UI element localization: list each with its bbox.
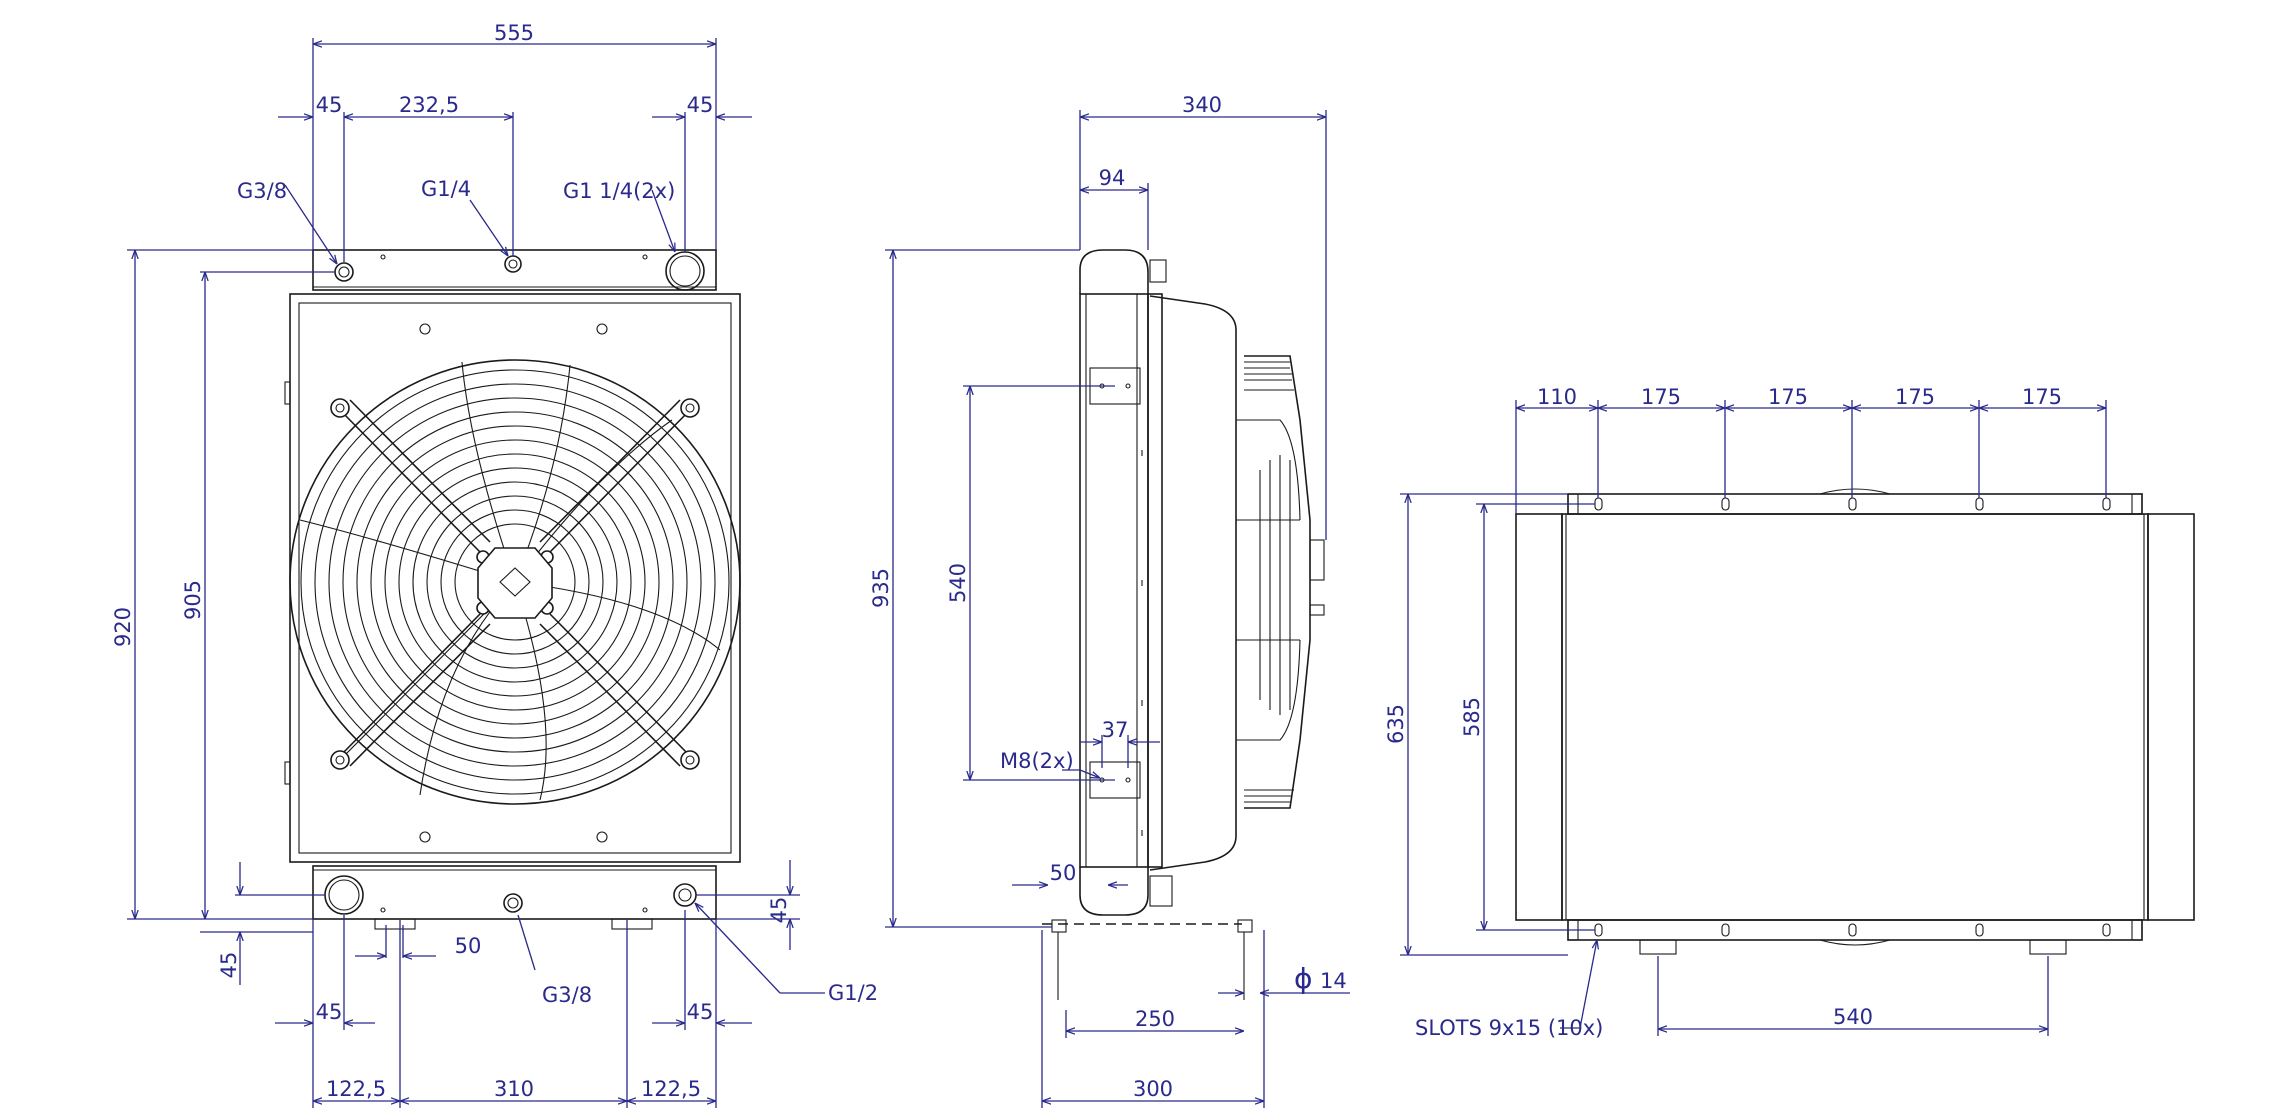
dim-foot-offset: 50	[1050, 861, 1077, 885]
dim-height-overall-side: 935	[869, 568, 893, 608]
port-g114-top	[665, 251, 705, 291]
dim-connection-spacing: 232,5	[399, 93, 459, 117]
dim-slot-pitch-1: 175	[1641, 385, 1681, 409]
dim-foot-left: 122,5	[326, 1077, 386, 1101]
slots	[1594, 497, 2111, 937]
side-view	[1042, 249, 1325, 1000]
dim-depth-tank: 94	[1099, 166, 1126, 190]
dim-width-overall: 555	[494, 21, 534, 45]
fan-shroud	[1149, 295, 1237, 871]
label-slots: SLOTS 9x15 (10x)	[1415, 1016, 1603, 1040]
motor-hub	[477, 547, 553, 619]
label-g114: G1 1/4(2x)	[563, 179, 675, 203]
dim-foot-overall: 300	[1133, 1077, 1173, 1101]
fan-guard-side	[1236, 355, 1325, 809]
front-view	[284, 249, 741, 930]
front-view-dimensions: 555 45 232,5 45 G3/8 G1/4 G1 1/4(2x) 920…	[111, 21, 878, 1108]
port-g38-bottom	[503, 893, 523, 913]
dim-left-offset: 45	[316, 93, 343, 117]
bottom-tank	[1079, 867, 1149, 916]
hole-symbol: ϕ	[1294, 962, 1312, 995]
dim-mount-spacing: 540	[946, 563, 970, 603]
label-g38-bottom: G3/8	[542, 983, 592, 1007]
dim-slot-pitch-4: 175	[2022, 385, 2062, 409]
label-g14: G1/4	[421, 177, 471, 201]
bottom-view-dimensions: 110 175 175 175 175 635 585 SLOTS 9x15 (…	[1384, 385, 2107, 1040]
dim-bottom-left-inset: 45	[316, 1000, 343, 1024]
dim-depth-overall: 340	[1182, 93, 1222, 117]
side-tank-left	[1515, 513, 1563, 921]
dim-slot-pitch-3: 175	[1895, 385, 1935, 409]
dim-mount-width: 37	[1102, 718, 1129, 742]
dim-foot-right: 122,5	[641, 1077, 701, 1101]
dim-height-outer: 635	[1384, 704, 1408, 744]
label-g12: G1/2	[828, 981, 878, 1005]
dim-right-offset: 45	[687, 93, 714, 117]
side-tank-right	[2147, 513, 2195, 921]
dim-bottom-right-inset: 45	[687, 1000, 714, 1024]
label-m8: M8(2x)	[1000, 749, 1074, 773]
fan-brackets	[330, 398, 700, 770]
port-g114-bottom	[324, 875, 364, 915]
fan-guard	[289, 359, 741, 805]
dim-hole-diameter: 14	[1320, 969, 1347, 993]
dim-bottom-left-offset: 45	[217, 952, 241, 979]
bottom-header-bar	[312, 865, 717, 920]
port-g12-bottom	[673, 883, 697, 907]
label-g38-top: G3/8	[237, 179, 287, 203]
dim-bottom-slot-width: 50	[455, 934, 482, 958]
dim-foot-spacing-bottom: 540	[1833, 1005, 1873, 1029]
shroud	[1147, 293, 1163, 868]
dim-foot-spacing-side: 250	[1135, 1007, 1175, 1031]
dim-height-overall: 920	[111, 607, 135, 647]
dim-slot-first: 110	[1537, 385, 1577, 409]
dim-foot-middle: 310	[494, 1077, 534, 1101]
bottom-view	[1515, 488, 2195, 955]
top-header-bar	[312, 249, 717, 291]
port-g14-top	[504, 255, 522, 273]
port-g38-top	[334, 262, 354, 282]
dim-slot-pitch-2: 175	[1768, 385, 1808, 409]
dim-height-inner: 585	[1460, 697, 1484, 737]
core-plan	[1561, 513, 2149, 921]
dim-bottom-right-offset: 45	[767, 897, 791, 924]
mounting-rail-top	[1567, 493, 2143, 515]
mounting-rail-bottom	[1567, 919, 2143, 941]
dim-height-connections: 905	[181, 580, 205, 620]
side-view-dimensions: 340 94 935 540 37 M8(2x) 50 ϕ 14 250	[869, 93, 1350, 1108]
top-tank	[1079, 249, 1149, 294]
